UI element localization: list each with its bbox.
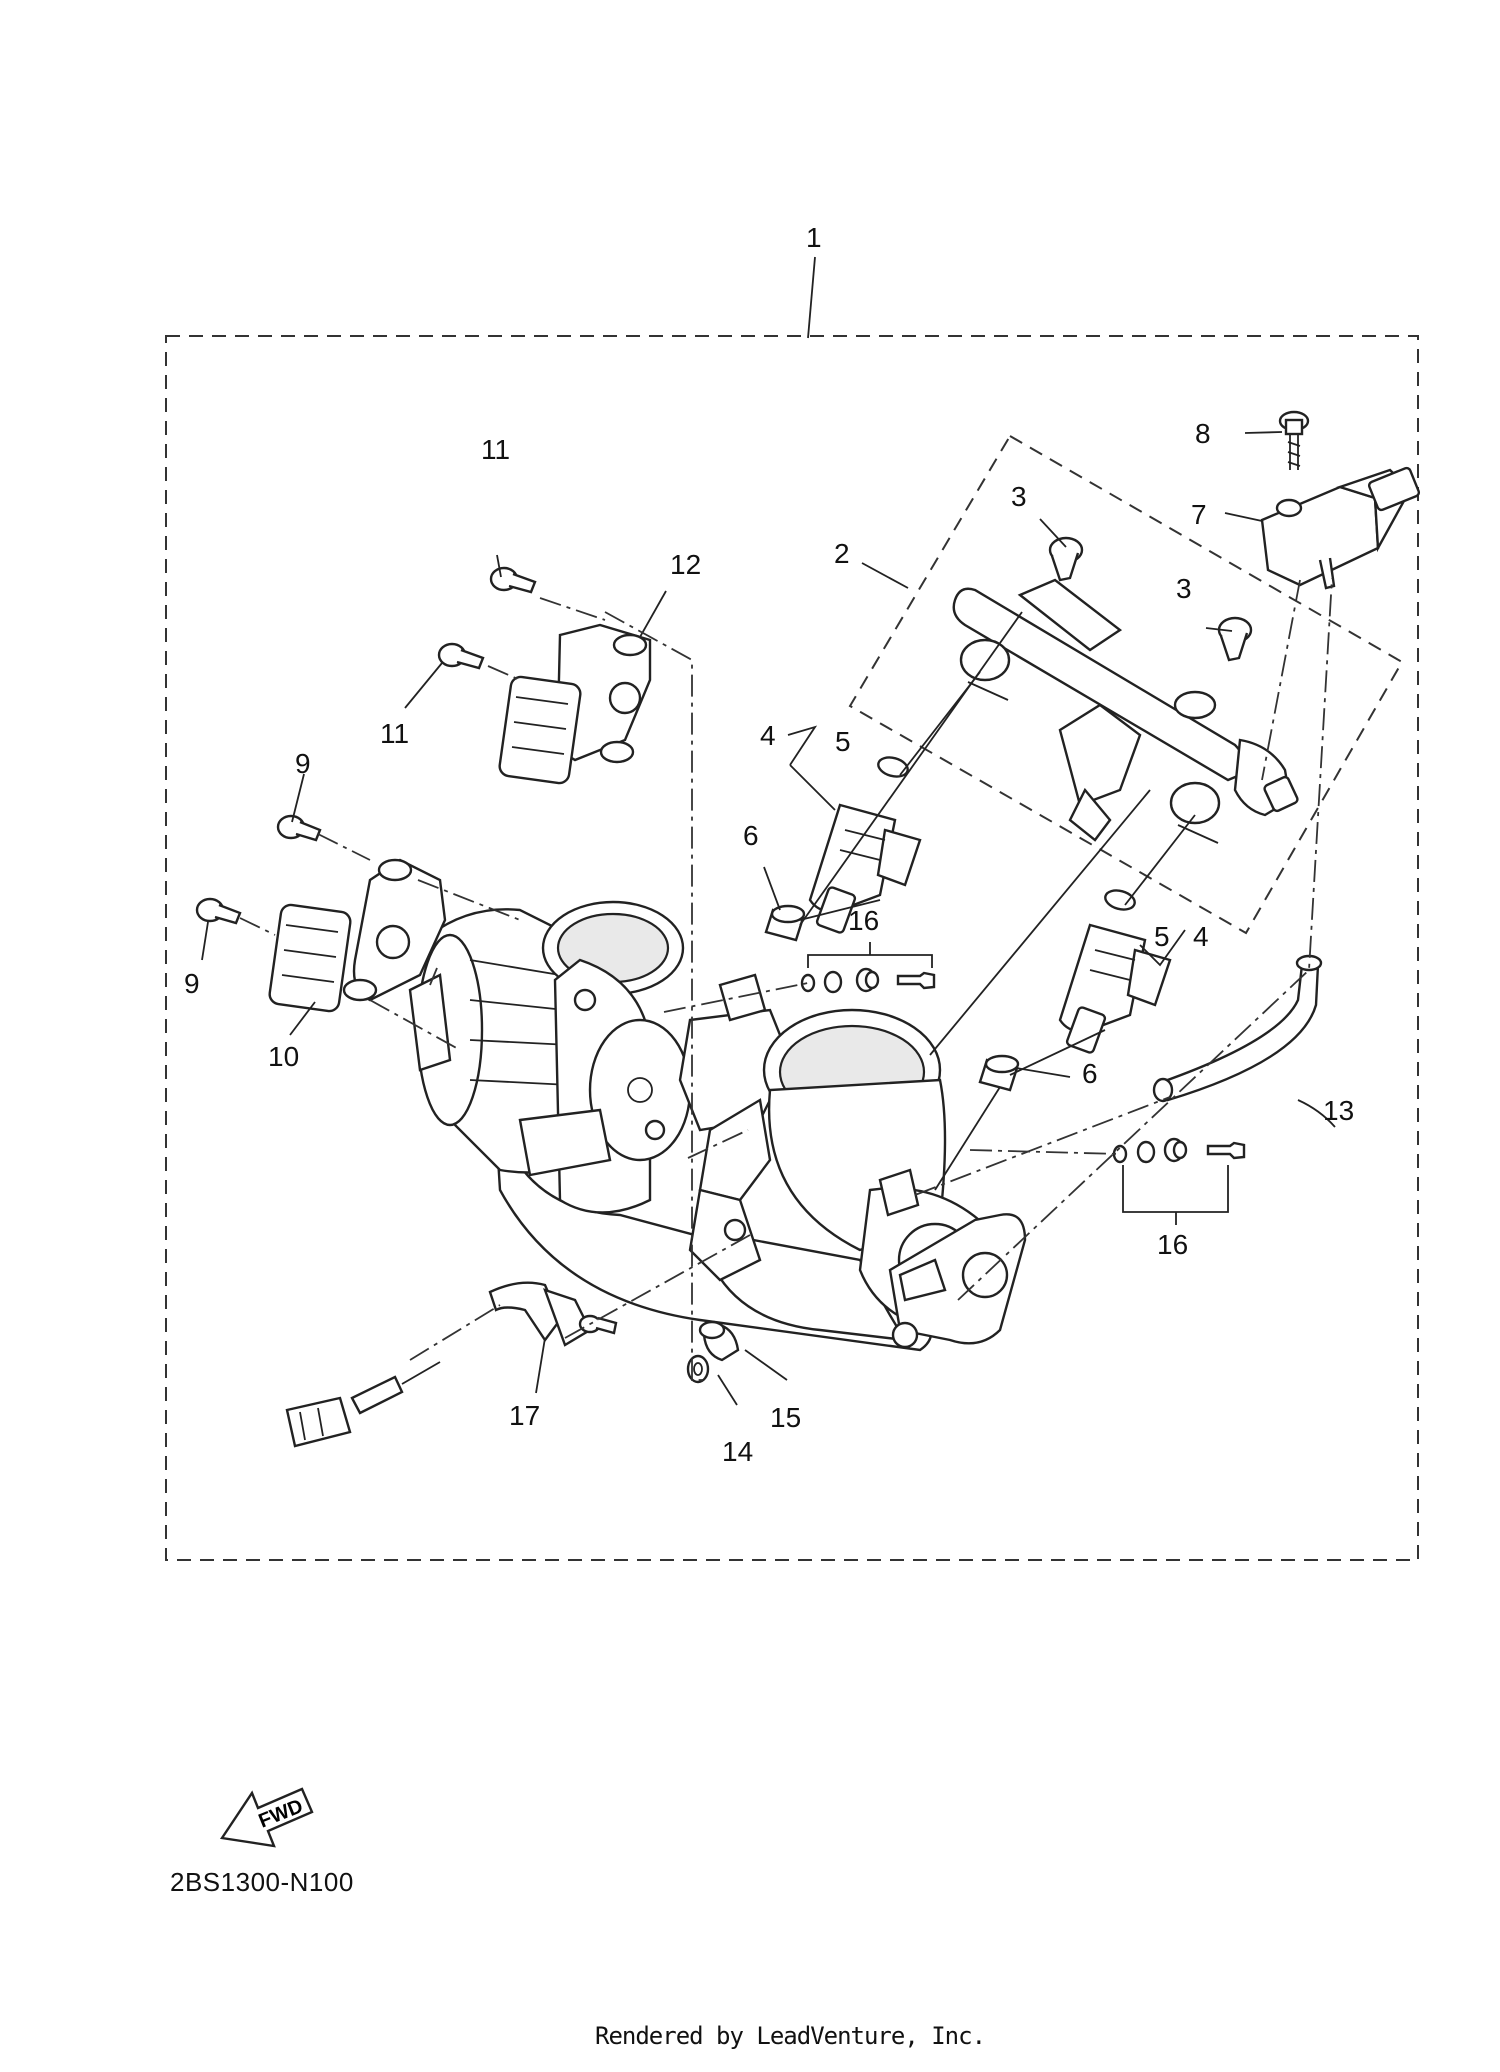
callout-6: 6 bbox=[1082, 1058, 1098, 1089]
callout-16: 16 bbox=[1157, 1229, 1188, 1260]
screw-11-upper bbox=[489, 566, 537, 594]
throttle-body bbox=[408, 900, 1027, 1352]
callout-5: 5 bbox=[1154, 921, 1170, 952]
injector-alignment-lines bbox=[799, 611, 1196, 1191]
fuel-rail-bolt-upper bbox=[1048, 536, 1084, 582]
secondary-throttle-sensor bbox=[498, 623, 652, 785]
callout-15: 15 bbox=[770, 1402, 801, 1433]
callout-13: 13 bbox=[1323, 1095, 1354, 1126]
screw-9-lower bbox=[195, 897, 242, 925]
callout-3: 3 bbox=[1011, 481, 1027, 512]
grommet-left bbox=[764, 904, 806, 942]
cap bbox=[698, 1320, 740, 1362]
fuel-rail-subassembly-boundary bbox=[848, 434, 1404, 935]
screw-11-lower bbox=[437, 642, 485, 670]
callout-1: 1 bbox=[806, 222, 822, 253]
callout-9: 9 bbox=[295, 748, 311, 779]
callout-11: 11 bbox=[481, 434, 510, 465]
clip bbox=[686, 1354, 710, 1384]
callout-17: 17 bbox=[509, 1400, 540, 1431]
assembly-reference-lines bbox=[239, 577, 1333, 1381]
screw-9-upper bbox=[276, 814, 322, 842]
o-ring-right bbox=[1104, 889, 1136, 911]
sensor-screw bbox=[1278, 410, 1310, 470]
callout-14: 14 bbox=[722, 1436, 753, 1467]
screw-set-upper bbox=[800, 967, 936, 994]
callout-8: 8 bbox=[1195, 418, 1211, 449]
callout-3: 3 bbox=[1176, 573, 1192, 604]
fuel-injector-left bbox=[808, 803, 922, 934]
leader-lines bbox=[201, 256, 1336, 1406]
callout-6: 6 bbox=[743, 820, 759, 851]
callout-12: 12 bbox=[670, 549, 701, 580]
callout-9: 9 bbox=[184, 968, 200, 999]
vacuum-hose bbox=[1152, 954, 1323, 1103]
screw-set-lower bbox=[1112, 1137, 1246, 1164]
wire-harness bbox=[285, 1281, 618, 1448]
callout-4: 4 bbox=[760, 720, 776, 751]
grommet-right bbox=[978, 1054, 1020, 1092]
diagram-code: 2BS1300-N100 bbox=[170, 1867, 354, 1897]
callout-7: 7 bbox=[1191, 499, 1207, 530]
fuel-rail-bolt-lower bbox=[1217, 616, 1253, 662]
callouts: 1 2 3 3 4 4 5 5 6 6 7 8 9 9 10 11 11 12 … bbox=[184, 222, 1354, 1467]
callout-16: 16 bbox=[848, 905, 879, 936]
assembly-boundary bbox=[165, 335, 1419, 1561]
render-credit: Rendered by LeadVenture, Inc. bbox=[595, 2022, 986, 2050]
callout-10: 10 bbox=[268, 1041, 299, 1072]
fuel-rail bbox=[952, 578, 1299, 844]
callout-11: 11 bbox=[380, 718, 409, 749]
intake-pressure-sensor bbox=[1260, 466, 1421, 590]
throttle-position-sensor bbox=[268, 858, 447, 1013]
callout-4: 4 bbox=[1193, 921, 1209, 952]
callout-5: 5 bbox=[835, 726, 851, 757]
callout-2: 2 bbox=[834, 538, 850, 569]
forward-direction-arrow: FWD bbox=[219, 1787, 314, 1848]
o-ring-left bbox=[877, 756, 909, 778]
